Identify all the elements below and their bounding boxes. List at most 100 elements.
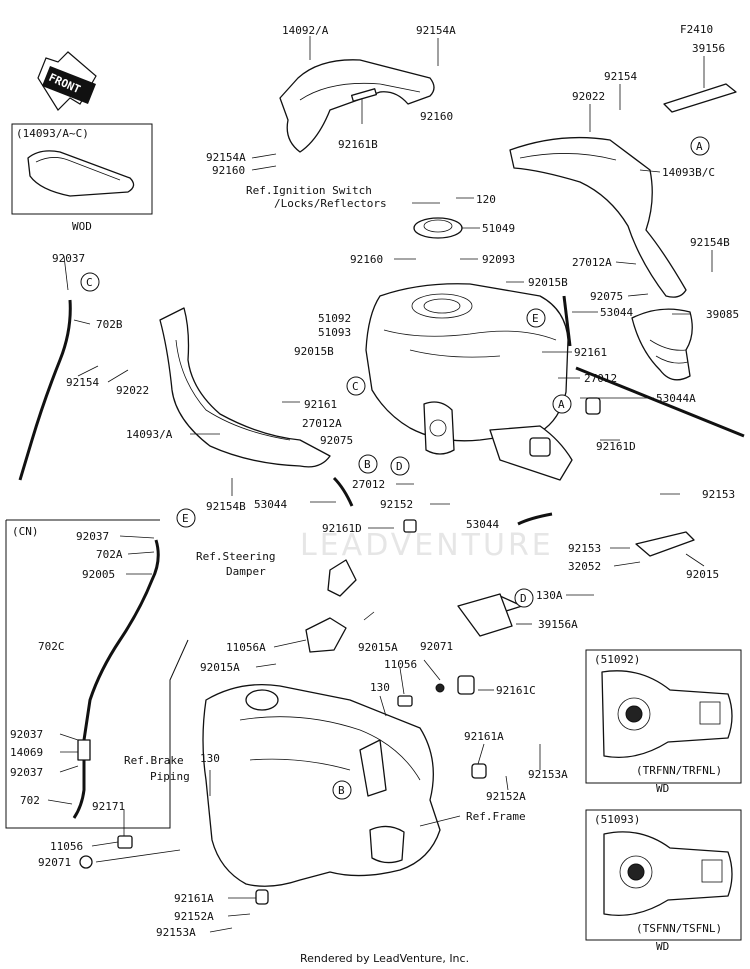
ref-steering-line2: Damper <box>226 565 266 578</box>
callout-e-2: E <box>176 508 196 528</box>
part-label-92161c: 92161C <box>496 684 536 697</box>
ref-ignition-line1: Ref.Ignition Switch <box>246 184 372 197</box>
box-51092-title: (51092) <box>594 653 640 666</box>
hose-53044-left <box>332 476 354 507</box>
box-51093-title: (51093) <box>594 813 640 826</box>
footer-credit: Rendered by LeadVenture, Inc. <box>300 952 469 965</box>
cn-box: (CN) <box>5 519 189 829</box>
part-label-92161-right: 92161 <box>574 346 607 359</box>
part-label-92075-right: 92075 <box>590 290 623 303</box>
part-label-120: 120 <box>476 193 496 206</box>
hose-702b <box>18 299 72 481</box>
part-label-92015b-left: 92015B <box>294 345 334 358</box>
part-label-92152a-right: 92152A <box>486 790 526 803</box>
callout-b-2: B <box>332 780 352 800</box>
part-label-92154a-top: 92154A <box>416 24 456 37</box>
sticker-39156a <box>457 593 513 637</box>
part-label-11056-left: 11056 <box>50 840 83 853</box>
ref-ignition-line2: /Locks/Reflectors <box>274 197 387 210</box>
part-label-39156: 39156 <box>692 42 725 55</box>
ref-steering-line1: Ref.Steering <box>196 550 275 563</box>
sticker-39156 <box>663 83 737 113</box>
diagram-code: F2410 <box>680 23 713 36</box>
part-label-14092a: 14092/A <box>282 24 329 37</box>
box-51093: (51093) (TSFNN/TSFNL) WD <box>585 809 742 953</box>
part-label-51049: 51049 <box>482 222 515 235</box>
part-label-39156a: 39156A <box>538 618 578 631</box>
leader-lines <box>47 36 713 933</box>
svg-text:A: A <box>558 398 565 411</box>
part-label-92160-mid: 92160 <box>350 253 383 266</box>
part-label-92075-left: 92075 <box>320 434 353 447</box>
ref-brake-line1: Ref.Brake <box>124 754 184 767</box>
callout-b-1: B <box>358 454 378 474</box>
part-label-92161a-right: 92161A <box>464 730 504 743</box>
part-label-92071-top: 92071 <box>420 640 453 653</box>
box-51092-variant: (TRFNN/TRFNL) <box>636 764 722 777</box>
part-label-92161d-mid: 92161D <box>322 522 362 535</box>
callout-a-1: A <box>690 136 710 156</box>
rod-53044-right <box>562 295 572 347</box>
knee-pad-39085 <box>631 308 693 381</box>
svg-text:A: A <box>696 140 703 153</box>
part-label-702a-cn: 702A <box>96 548 123 561</box>
part-label-702c-cn: 702C <box>38 640 65 653</box>
part-label-130a: 130A <box>536 589 563 602</box>
part-label-92154b-left: 92154B <box>206 500 246 513</box>
part-label-92037-cn3: 92037 <box>10 766 43 779</box>
steering-damper-bracket <box>327 559 357 597</box>
part-label-27012a-right: 27012A <box>572 256 612 269</box>
part-label-92022-left: 92022 <box>116 384 149 397</box>
part-label-32052: 32052 <box>568 560 601 573</box>
callout-d-2: D <box>514 588 534 608</box>
part-label-92171: 92171 <box>92 800 125 813</box>
upper-cover-14092a <box>279 59 435 153</box>
part-label-92152a-bottom: 92152A <box>174 910 214 923</box>
callout-c-1: C <box>80 272 100 292</box>
part-label-92037-left: 92037 <box>52 252 85 265</box>
box-51093-variant: (TSFNN/TSFNL) <box>636 922 722 935</box>
hose-53044-mid <box>517 512 553 526</box>
part-label-53044-mid: 53044 <box>466 518 499 531</box>
part-label-92037-cn1: 92037 <box>76 530 109 543</box>
part-label-27012a-left: 27012A <box>302 417 342 430</box>
part-label-92093: 92093 <box>482 253 515 266</box>
part-label-92015a-left: 92015A <box>200 661 240 674</box>
part-label-92015-right: 92015 <box>686 568 719 581</box>
part-label-51092: 51092 <box>318 312 351 325</box>
callout-c-2: C <box>346 376 366 396</box>
part-label-92160-left: 92160 <box>212 164 245 177</box>
part-label-92005-cn: 92005 <box>82 568 115 581</box>
frame <box>202 683 441 887</box>
watermark: LEADVENTURE <box>300 528 554 563</box>
part-label-92153-mid: 92153 <box>568 542 601 555</box>
part-label-130-top: 130 <box>370 681 390 694</box>
front-arrow: FRONT <box>37 51 97 111</box>
callout-e-1: E <box>526 308 546 328</box>
part-label-14093a: 14093/A <box>126 428 173 441</box>
part-label-92071-left: 92071 <box>38 856 71 869</box>
part-label-92015a-right: 92015A <box>358 641 398 654</box>
callout-d-1: D <box>390 456 410 476</box>
box-51093-caption: WD <box>656 940 669 953</box>
part-label-92161-left: 92161 <box>304 398 337 411</box>
svg-text:C: C <box>86 276 93 289</box>
wod-box: (14093/A~C) WOD <box>11 123 153 233</box>
part-label-11056-top: 11056 <box>384 658 417 671</box>
part-label-14093bc: 14093B/C <box>662 166 715 179</box>
part-label-92161a-bottom: 92161A <box>174 892 214 905</box>
box-51092-caption: WD <box>656 782 669 795</box>
part-label-92153a-right: 92153A <box>528 768 568 781</box>
rod-53044a <box>575 366 745 438</box>
bracket-11056a <box>305 617 347 653</box>
part-label-92160-top: 92160 <box>420 110 453 123</box>
part-label-92153-right: 92153 <box>702 488 735 501</box>
part-label-92154-left: 92154 <box>66 376 99 389</box>
part-label-92152-mid: 92152 <box>380 498 413 511</box>
ref-brake-line2: Piping <box>150 770 190 783</box>
side-cover-14093bc <box>509 136 687 298</box>
svg-text:D: D <box>396 460 403 473</box>
part-label-92015b-right: 92015B <box>528 276 568 289</box>
part-label-702-cn: 702 <box>20 794 40 807</box>
